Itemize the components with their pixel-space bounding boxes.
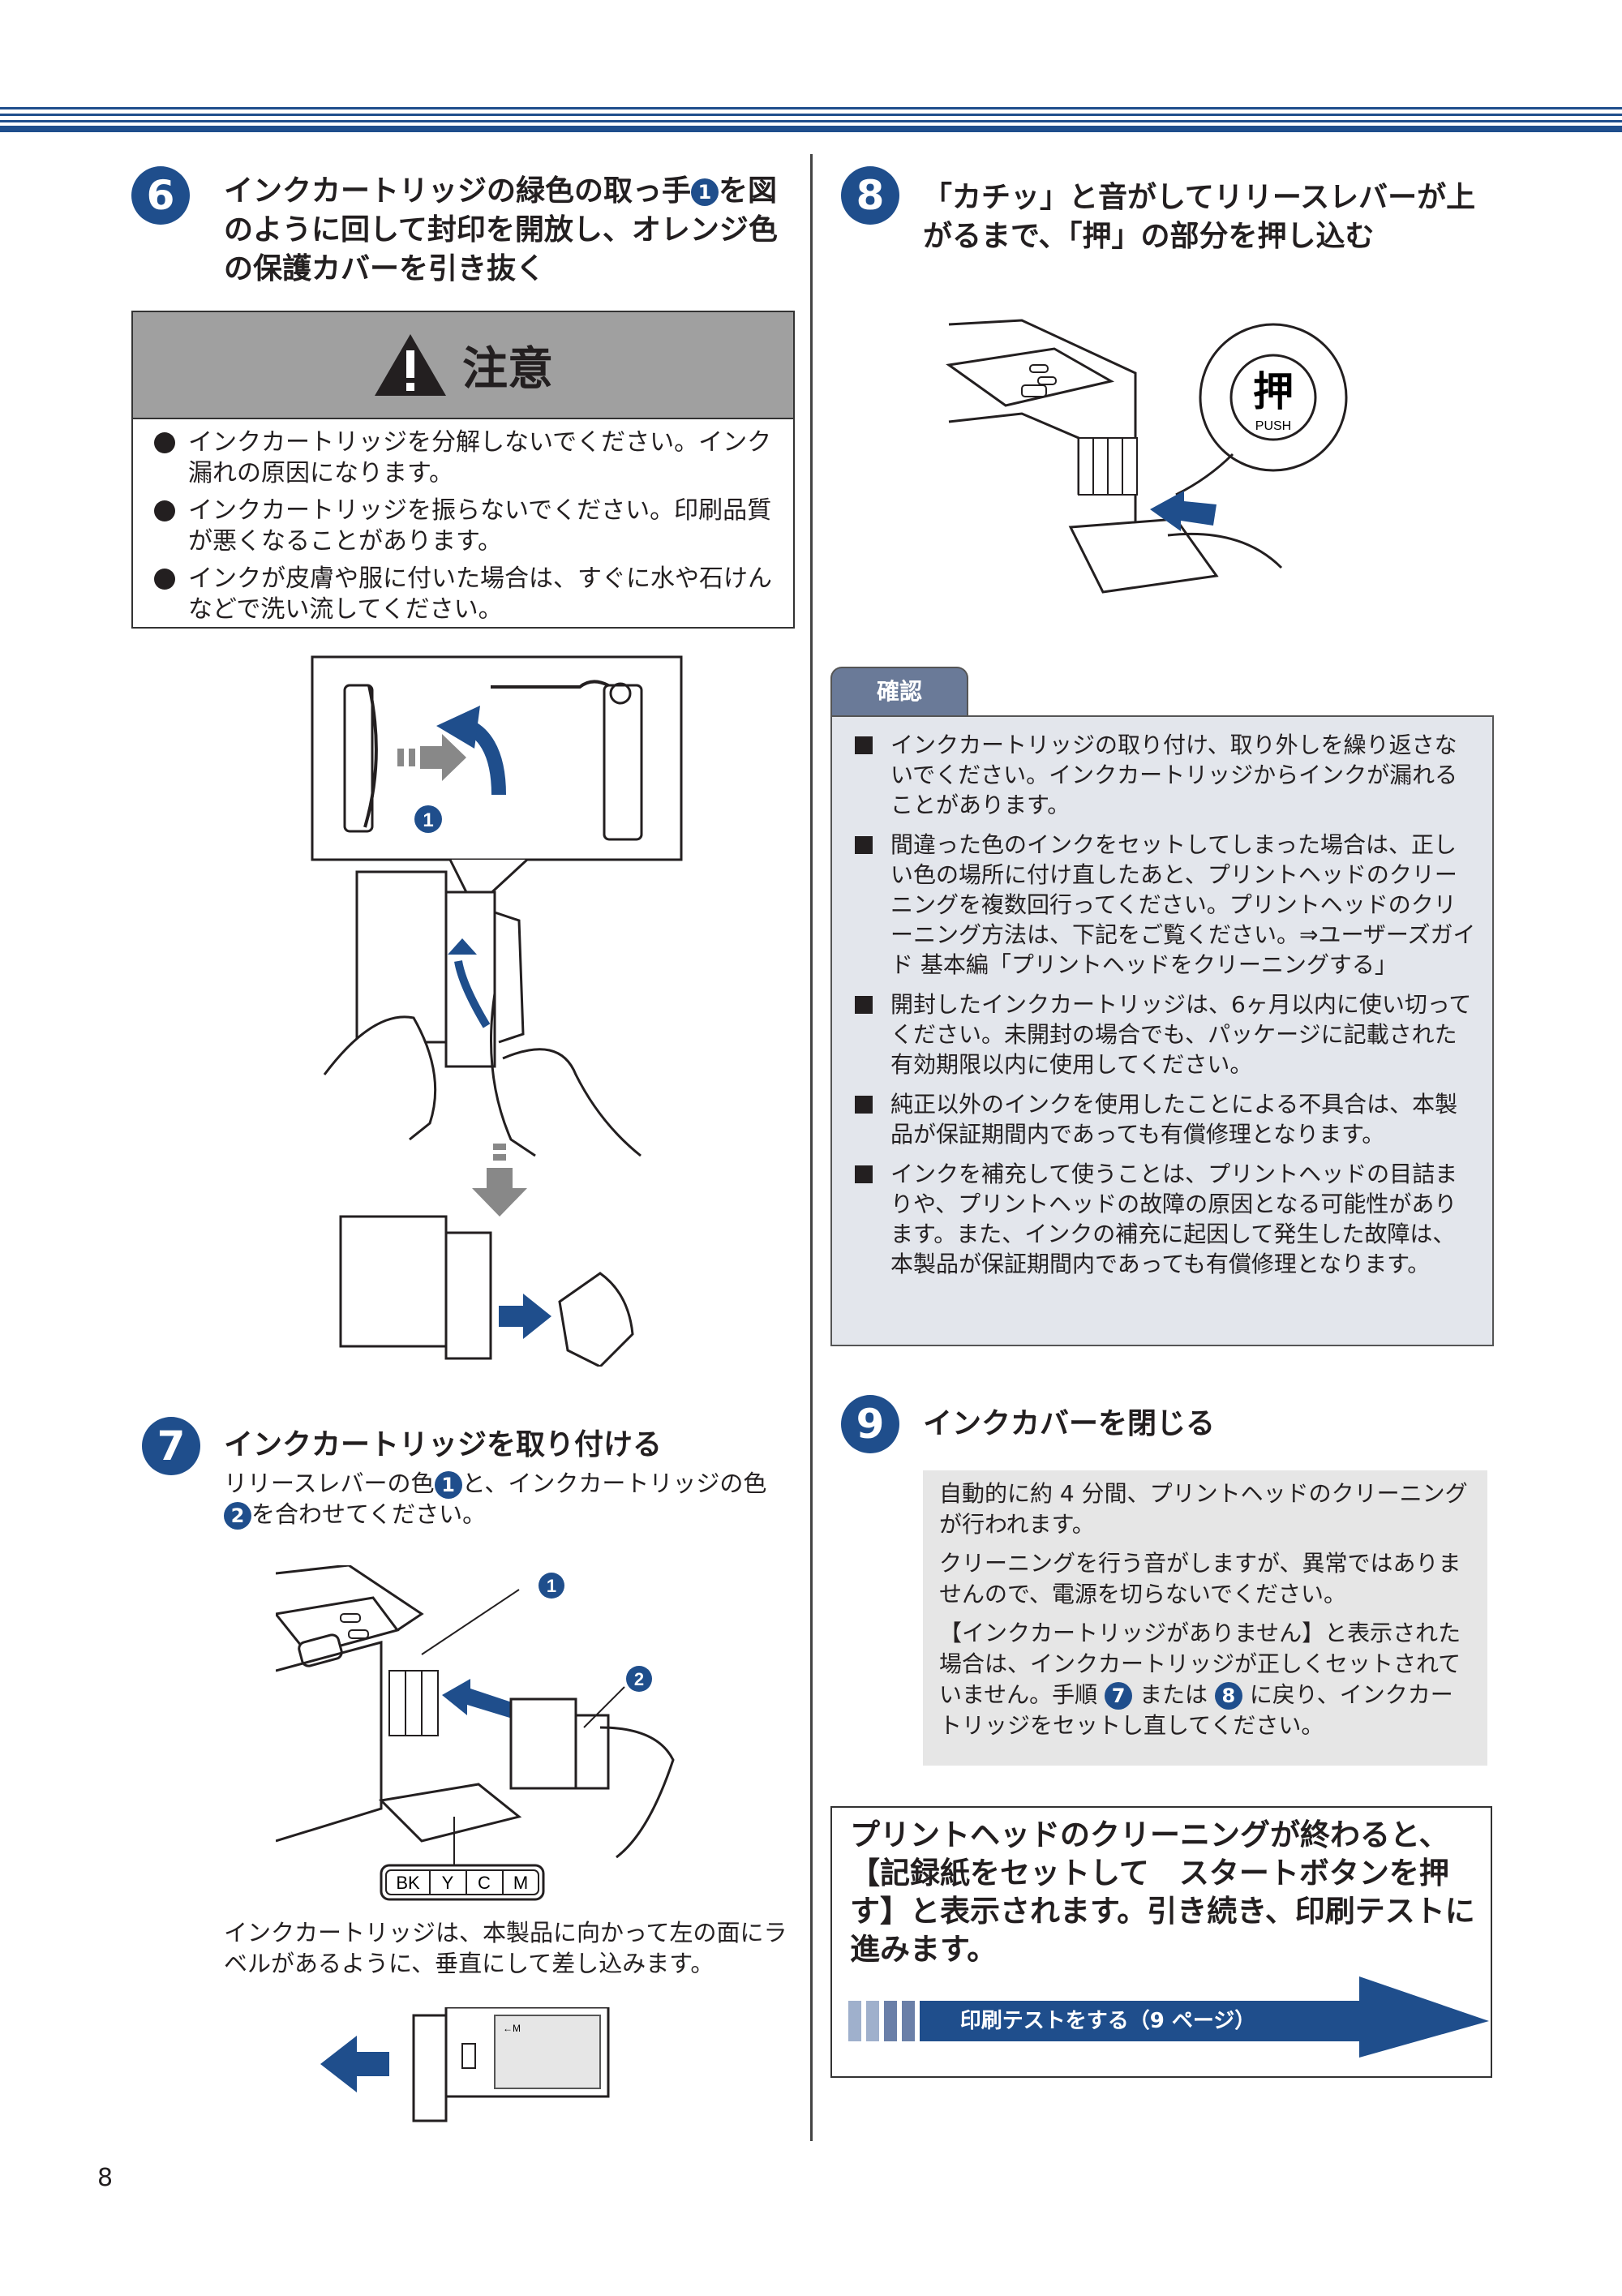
cartridge-label: ←M — [503, 2023, 521, 2034]
next-step-link[interactable]: 印刷テストをする（9 ページ） — [848, 1976, 1489, 2058]
caution-heading: 注意 — [462, 342, 553, 396]
desc-text: と、インクカートリッジの色 — [461, 1470, 767, 1497]
step-9-badge: 9 — [841, 1395, 899, 1453]
step-ref-8: 8 — [1214, 1682, 1242, 1710]
step-6-title-b: を図のように回して封印を開放し、オレンジ色の保護カバーを引き抜く — [224, 174, 778, 285]
caution-item: インクカートリッジを分解しないでください。インク漏れの原因になります。 — [149, 427, 777, 489]
confirm-box: インクカートリッジの取り付け、取り外しを繰り返さないでください。インクカートリッ… — [830, 715, 1494, 1346]
note-paragraph: クリーニングを行う音がしますが、異常ではありませんので、電源を切らないでください… — [939, 1550, 1461, 1607]
step-9-title: インクカバーを閉じる — [923, 1407, 1216, 1440]
step-7-note: インクカートリッジは、本製品に向かって左の面にラベルがあるように、垂直にして差し… — [224, 1919, 787, 1977]
column-divider — [810, 154, 813, 2141]
push-kanji: 押 — [1253, 368, 1294, 415]
step-7-title: インクカートリッジを取り付ける — [224, 1428, 663, 1461]
color-label-y: Y — [442, 1873, 454, 1893]
arrow-right-icon — [420, 734, 466, 781]
step-7-badge: 7 — [142, 1417, 200, 1475]
next-step-box: プリントヘッドのクリーニングが終わると、【記録紙をセットして スタートボタンを押… — [830, 1806, 1492, 2078]
confirm-item: 開封したインクカートリッジは、6ヶ月以内に使い切ってください。未開封の場合でも、… — [852, 989, 1476, 1079]
arrow-down-icon — [472, 1168, 527, 1217]
caution-box: 注意 インクカートリッジを分解しないでください。インク漏れの原因になります。 イ… — [131, 311, 795, 629]
caution-header: 注意 — [133, 312, 793, 419]
step-8-badge: 8 — [841, 166, 899, 225]
confirm-tab: 確認 — [830, 667, 968, 715]
step-8-illustration: 押 PUSH — [946, 319, 1348, 594]
next-step-link-label: 印刷テストをする（9 ページ） — [960, 2009, 1256, 2033]
caution-list: インクカートリッジを分解しないでください。インク漏れの原因になります。 インクカ… — [133, 419, 793, 625]
arrow-left-icon — [320, 2036, 389, 2092]
step-8-title: 「カチッ」と音がしてリリースレバーが上がるまで、「押」の部分を押し込む — [923, 181, 1476, 253]
figure-marker-1: 1 — [547, 1576, 556, 1596]
confirm-item: 純正以外のインクを使用したことによる不具合は、本製品が保証期間内であっても有償修… — [852, 1089, 1476, 1149]
step-6-badge: 6 — [131, 166, 190, 225]
note-text: または — [1139, 1681, 1208, 1708]
note-text: 【インクカートリッジがありません】と表示された場合は、インクカートリッジが正しく… — [939, 1620, 1461, 1708]
note-text: に戻り、インクカートリッジをセットし直してください。 — [939, 1681, 1453, 1739]
confirm-list: インクカートリッジの取り付け、取り外しを繰り返さないでください。インクカートリッ… — [832, 717, 1492, 1279]
arrow-left-icon — [1150, 491, 1216, 531]
figure-marker-2: 2 — [634, 1669, 644, 1689]
color-label-c: C — [478, 1873, 491, 1893]
step-6-title-a: インクカートリッジの緑色の取っ手 — [224, 174, 692, 208]
color-label-m: M — [513, 1873, 528, 1893]
desc-text: を合わせてください。 — [251, 1500, 487, 1528]
note-paragraph: 自動的に約 4 分間、プリントヘッドのクリーニングが行われます。 — [939, 1480, 1468, 1538]
color-label-bk: BK — [396, 1873, 420, 1893]
curved-arrow-icon — [436, 706, 480, 749]
marker-1 — [539, 1573, 564, 1599]
note-paragraph: 【インクカートリッジがありません】と表示された場合は、インクカートリッジが正しく… — [939, 1618, 1471, 1741]
arrow-right-icon — [499, 1294, 551, 1339]
page-number: 8 — [97, 2164, 114, 2192]
caution-item: インクカートリッジを振らないでください。印刷品質が悪くなることがあります。 — [149, 496, 777, 557]
cartridge-orientation-illustration: ←M — [320, 2007, 610, 2122]
desc-text: リリースレバーの色 — [224, 1470, 435, 1497]
push-label: PUSH — [1255, 419, 1291, 433]
next-step-text: プリントヘッドのクリーニングが終わると、【記録紙をセットして スタートボタンを押… — [850, 1817, 1475, 1967]
step-6-illustration: 1 — [311, 655, 683, 1367]
step-7-illustration: 1 2 BK Y C M — [276, 1565, 675, 1901]
arrow-left-icon — [442, 1679, 519, 1719]
header-rule — [0, 104, 1622, 136]
marker-1: 1 — [691, 178, 719, 206]
arrow-right-icon — [920, 1976, 1489, 2058]
caution-item: インクが皮膚や服に付いた場合は、すぐに水や石けんなどで洗い流してください。 — [149, 564, 777, 625]
marker-2: 2 — [224, 1502, 251, 1530]
confirm-item: インクを補充して使うことは、プリントヘッドの目詰まりや、プリントヘッドの故障の原… — [852, 1159, 1476, 1279]
warning-icon — [375, 334, 446, 396]
figure-marker-1: 1 — [423, 809, 433, 831]
step-9-note: 自動的に約 4 分間、プリントヘッドのクリーニングが行われます。 クリーニングを… — [923, 1470, 1487, 1766]
confirm-item: 間違った色のインクをセットしてしまった場合は、正しい色の場所に付け直したあと、プ… — [852, 830, 1476, 980]
confirm-item: インクカートリッジの取り付け、取り外しを繰り返さないでください。インクカートリッ… — [852, 730, 1476, 820]
marker-1: 1 — [434, 1471, 462, 1499]
marker-1 — [414, 805, 442, 833]
step-ref-7: 7 — [1105, 1682, 1133, 1710]
marker-2 — [626, 1666, 652, 1692]
